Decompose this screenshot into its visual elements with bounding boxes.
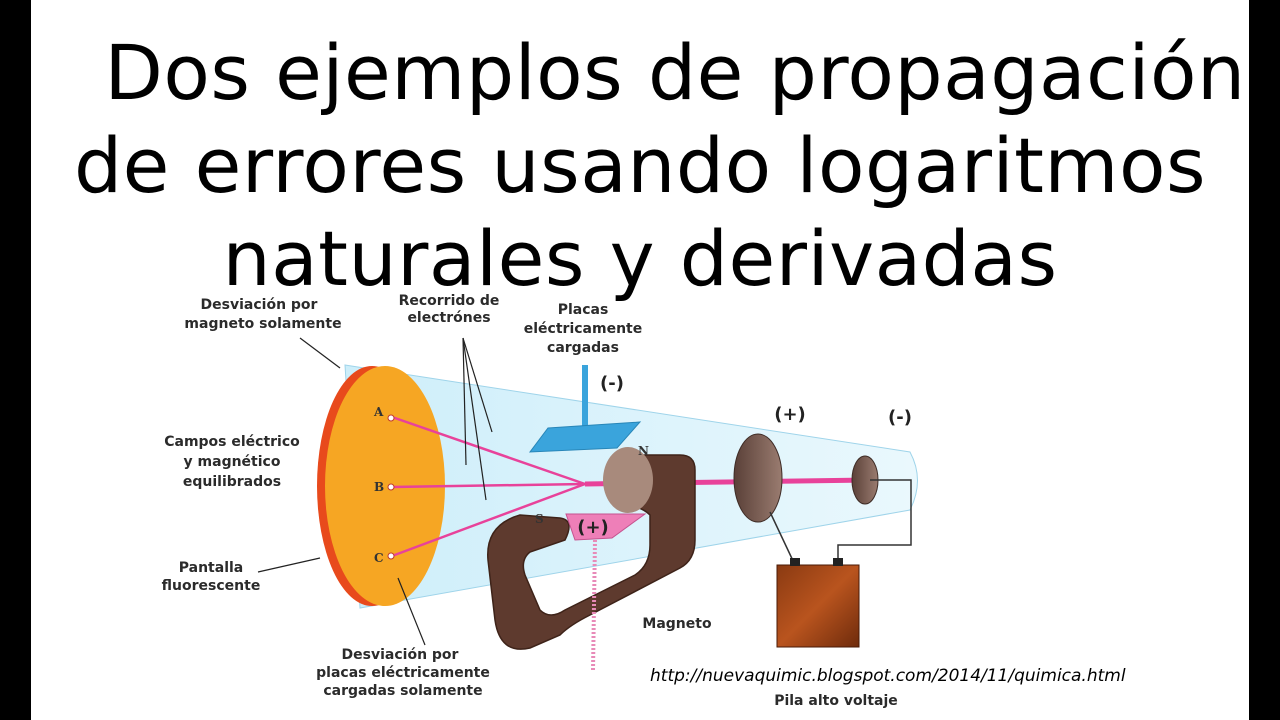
label-pantalla-2: fluorescente	[162, 578, 261, 594]
label-placas-1: Placas	[558, 302, 609, 318]
source-url: http://nuevaquimic.blogspot.com/2014/11/…	[650, 666, 1126, 686]
pole-s-label: S	[535, 512, 544, 526]
cathode-ray-tube-diagram: A B C N S Desviación por mag	[162, 293, 918, 709]
positive-plate	[565, 513, 647, 541]
label-magneto: Magneto	[642, 616, 712, 632]
slide-title: Dos ejemplos de propagación de errores u…	[31, 26, 1249, 305]
beam-to-b	[391, 482, 586, 489]
leader-recorrido-3	[462, 337, 487, 501]
positive-plate-stem	[591, 539, 597, 671]
negative-plate	[528, 421, 642, 453]
label-campos-3: equilibrados	[183, 474, 281, 490]
battery-terminal-2	[833, 558, 843, 566]
leader-recorrido-2	[462, 337, 467, 466]
label-campos-1: Campos eléctrico	[164, 434, 300, 450]
sign-cathode: (-)	[888, 407, 912, 428]
label-desviacion-placas-1: Desviación por	[342, 647, 459, 663]
sign-plate-positive: (+)	[577, 517, 609, 538]
leader-desviacion-magneto	[299, 337, 341, 369]
leader-desviacion-placas	[397, 577, 426, 646]
point-b-marker	[387, 483, 395, 491]
leader-recorrido-1	[462, 337, 493, 433]
point-c-label: C	[374, 551, 384, 565]
label-desviacion-magneto-2: magneto solamente	[184, 316, 341, 332]
anode-disc	[733, 433, 783, 523]
wire-cathode	[837, 479, 912, 565]
beam-to-a	[391, 415, 586, 486]
point-b-label: B	[374, 480, 384, 494]
label-pila: Pila alto voltaje	[774, 693, 898, 709]
slide: Dos ejemplos de propagación de errores u…	[31, 0, 1249, 720]
title-line-2: de errores usando logaritmos	[73, 121, 1207, 210]
magnet-pole-n	[603, 447, 653, 513]
plate-stem	[582, 365, 588, 427]
sign-anode: (+)	[774, 404, 806, 425]
point-a-label: A	[373, 405, 384, 419]
leader-pantalla	[257, 557, 321, 573]
point-c-marker	[387, 552, 395, 560]
label-campos-2: y magnético	[184, 454, 281, 470]
label-placas-2: eléctricamente	[524, 321, 642, 337]
title-line-3: naturales y derivadas	[222, 214, 1058, 303]
beam-to-c	[391, 482, 586, 558]
label-placas-3: cargadas	[547, 340, 619, 356]
wire-anode	[769, 511, 796, 566]
label-pantalla-1: Pantalla	[179, 560, 243, 576]
label-desviacion-placas-3: cargadas solamente	[323, 683, 482, 699]
battery	[776, 564, 860, 648]
label-recorrido-1: Recorrido de	[399, 293, 500, 309]
label-desviacion-placas-2: placas eléctricamente	[316, 665, 490, 681]
battery-terminal-1	[790, 558, 800, 566]
pole-n-label: N	[638, 444, 649, 458]
title-line-1: Dos ejemplos de propagación	[104, 28, 1246, 117]
label-desviacion-magneto-1: Desviación por	[201, 297, 318, 313]
point-a-marker	[387, 414, 395, 422]
sign-plate-negative: (-)	[600, 373, 624, 394]
label-recorrido-2: electrónes	[407, 310, 490, 326]
